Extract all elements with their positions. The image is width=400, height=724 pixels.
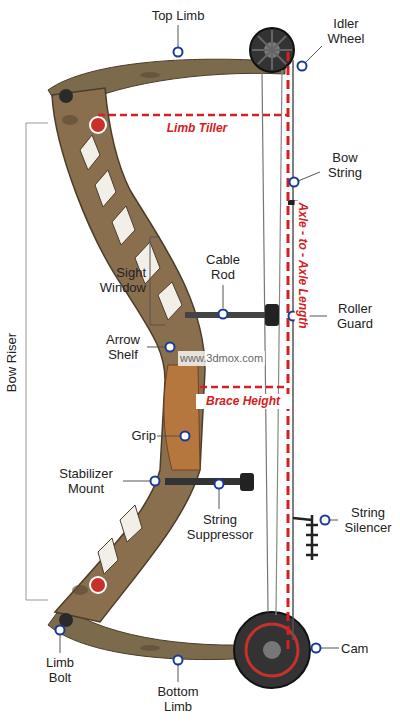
blotch [140,72,160,78]
leader-line [306,46,322,62]
callout-marker [56,626,65,635]
part-label: Limb Bolt [36,655,84,685]
cable [262,72,268,612]
leader-line [147,347,165,348]
callout-marker [151,477,160,486]
roller-guard [265,304,279,326]
leader-line [223,285,224,308]
part-label: Arrow Shelf [100,332,146,362]
part-label: Bow Riser [5,332,20,391]
cutout [158,282,182,320]
callout-marker [174,656,183,665]
cable [276,70,282,615]
callout-markers [56,48,330,665]
callout-marker [166,343,175,352]
part-label: Bow String [322,150,368,180]
part-label: Roller Guard [330,301,380,331]
cam-ring [246,624,298,676]
callout-marker [215,480,224,489]
idler-spokes [252,30,292,70]
riser-bracket [26,123,48,600]
suppressor-pad [240,473,254,491]
part-label: Top Limb [138,8,218,23]
blotch [62,115,78,125]
measure-label: Axle - to - Axle Length [294,200,309,330]
blotch [72,585,88,595]
leader-lines [60,25,339,682]
grip [164,365,200,470]
limb-tiller-line [98,114,288,117]
leader-line [60,635,61,653]
callout-marker [174,48,183,57]
callout-marker [321,516,330,525]
cam-hub [263,641,281,659]
axle-to-axle-line [287,52,290,650]
callout-marker [219,310,228,319]
leader-line [321,648,339,649]
part-label: Cable Rod [199,252,247,282]
callout-marker [312,644,321,653]
camo-blotches [62,72,191,651]
cutout [112,206,135,245]
string-silencer [293,515,318,560]
part-label: String Silencer [339,505,397,535]
leader-line [157,436,180,437]
leader-line [178,25,179,47]
limb-bolt-disc [90,577,106,593]
part-label: Idler Wheel [322,16,370,46]
leader-line [330,520,338,521]
idler-wheel [250,28,294,72]
watermark: www.3dmox.com [178,351,265,366]
part-label: Stabilizer Mount [50,466,122,496]
callout-marker [298,62,307,71]
cutout [98,538,118,574]
part-label: Bottom Limb [150,684,206,714]
cutout [95,170,116,207]
part-label: String Suppressor [183,512,257,542]
callout-marker [290,178,299,187]
brace-height-line [200,386,288,389]
cable-rod [185,312,273,318]
cutout [80,135,100,170]
riser-cutouts [80,135,182,574]
bow-string [292,60,294,640]
leader-line [219,489,220,509]
part-label: Sight Window [90,265,146,295]
limb-pocket [59,89,73,103]
leader-line [123,481,150,482]
measure-label: Brace Height [196,394,290,409]
callout-marker [181,432,190,441]
sight-window-bracket [150,237,165,325]
part-label: Cam [341,641,375,656]
limb-bolt-disc [90,117,106,133]
leader-line [298,172,320,181]
cam [234,612,310,688]
part-label: Grip [118,428,156,443]
blotch [140,645,160,651]
string-suppressor-rod [165,478,245,485]
measure-label: Limb Tiller [158,121,236,136]
leader-line [178,665,179,682]
cutout [120,505,142,542]
